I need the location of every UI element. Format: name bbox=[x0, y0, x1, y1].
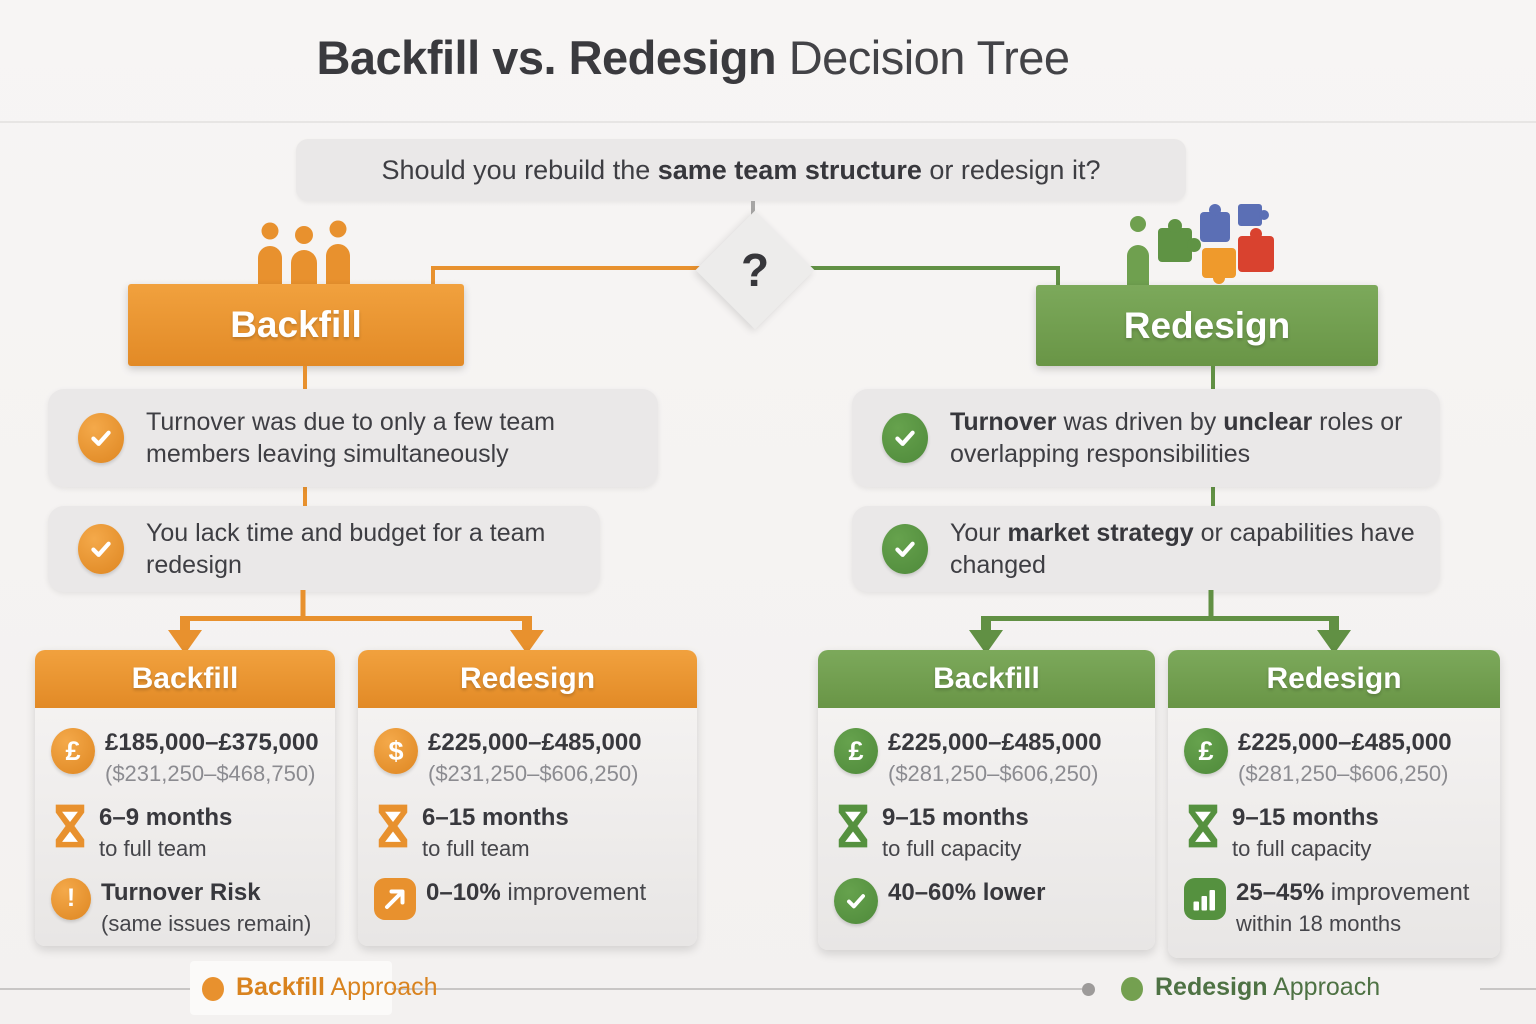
backfill-stub-2 bbox=[303, 486, 307, 507]
time-detail: to full team bbox=[422, 836, 530, 862]
improvement-row: 0–10% improvement bbox=[374, 877, 685, 920]
cost-row: $ £225,000–£485,000 ($231,250–$606,250) bbox=[374, 728, 685, 788]
legend-redesign-dot bbox=[1121, 977, 1143, 1001]
condition-text: Turnover was driven by unclear roles or … bbox=[950, 407, 1403, 469]
card-title: Redesign bbox=[358, 650, 697, 708]
outcome-card-redesign-green: Redesign £ £225,000–£485,000 ($281,250–$… bbox=[1168, 650, 1500, 958]
time-row: 6–9 months to full team bbox=[51, 803, 323, 863]
redesign-stub-1 bbox=[1211, 366, 1215, 390]
outcome-card-backfill-orange: Backfill £ £185,000–£375,000 ($231,250–$… bbox=[35, 650, 335, 946]
legend-line-middle bbox=[392, 988, 1082, 990]
time-detail: to full capacity bbox=[1232, 836, 1372, 862]
legend-line-left bbox=[0, 988, 200, 990]
redesign-connector-elbow bbox=[1056, 266, 1060, 288]
cost-range: £225,000–£485,000 bbox=[1238, 729, 1452, 756]
cost-row: £ £225,000–£485,000 ($281,250–$606,250) bbox=[1184, 728, 1488, 788]
page-title-rest: Decision Tree bbox=[776, 31, 1070, 84]
hourglass-icon bbox=[1188, 804, 1218, 848]
check-icon bbox=[78, 413, 124, 463]
condition-text: You lack time and budget for a team rede… bbox=[146, 518, 546, 580]
backfill-splitter-arrows bbox=[168, 590, 544, 654]
legend-line-right bbox=[1480, 988, 1536, 990]
time-range: 9–15 months bbox=[1232, 803, 1379, 831]
cost-row: £ £185,000–£375,000 ($231,250–$468,750) bbox=[51, 728, 323, 788]
outcome-card-redesign-orange: Redesign $ £225,000–£485,000 ($231,250–$… bbox=[358, 650, 697, 946]
cost-range-usd: ($281,250–$606,250) bbox=[1238, 761, 1449, 787]
check-icon bbox=[78, 524, 124, 574]
improvement-value: 0–10% improvement bbox=[426, 878, 647, 906]
risk-row: ! Turnover Risk (same issues remain) bbox=[51, 877, 323, 938]
question-box: Should you rebuild the same team structu… bbox=[296, 139, 1186, 201]
backfill-connector-elbow bbox=[431, 266, 435, 288]
outcome-card-backfill-green: Backfill £ £225,000–£485,000 ($281,250–$… bbox=[818, 650, 1155, 950]
cost-range: £225,000–£485,000 bbox=[428, 729, 642, 756]
condition-text: Turnover was due to only a few team memb… bbox=[146, 407, 555, 469]
warning-icon: ! bbox=[51, 877, 91, 920]
cost-range-usd: ($231,250–$468,750) bbox=[105, 761, 316, 787]
backfill-condition-1: Turnover was due to only a few team memb… bbox=[48, 389, 658, 487]
person-puzzle-icon bbox=[1127, 204, 1274, 286]
card-title: Redesign bbox=[1168, 650, 1500, 708]
time-detail: to full team bbox=[99, 836, 207, 862]
cost-row: £ £225,000–£485,000 ($281,250–$606,250) bbox=[834, 728, 1143, 788]
hourglass-icon bbox=[55, 804, 85, 848]
bar-chart-icon bbox=[1184, 877, 1226, 920]
redesign-connector-line bbox=[808, 266, 1060, 270]
page-title-main: Backfill vs. Redesign bbox=[316, 31, 777, 84]
risk-detail: (same issues remain) bbox=[101, 910, 312, 936]
pound-icon: £ bbox=[834, 728, 878, 774]
time-row: 6–15 months to full team bbox=[374, 803, 685, 863]
redesign-condition-2: Your market strategy or capabilities hav… bbox=[852, 506, 1440, 592]
improvement-row: 25–45% improvement within 18 months bbox=[1184, 877, 1488, 938]
card-title: Backfill bbox=[35, 650, 335, 708]
trend-up-icon bbox=[374, 877, 416, 920]
time-row: 9–15 months to full capacity bbox=[1184, 803, 1488, 863]
card-title: Backfill bbox=[818, 650, 1155, 708]
title-divider bbox=[0, 121, 1536, 123]
time-range: 6–9 months bbox=[99, 803, 233, 831]
condition-text: Your market strategy or capabilities hav… bbox=[950, 518, 1415, 580]
backfill-connector-line bbox=[431, 266, 703, 270]
check-icon bbox=[882, 413, 928, 463]
hourglass-icon bbox=[838, 804, 868, 848]
legend-backfill-dot bbox=[202, 977, 224, 1001]
question-text: Should you rebuild the same team structu… bbox=[381, 154, 1101, 185]
check-circle-icon bbox=[834, 877, 878, 924]
backfill-condition-2: You lack time and budget for a team rede… bbox=[48, 506, 600, 592]
time-detail: to full capacity bbox=[882, 836, 1022, 862]
backfill-branch-header: Backfill bbox=[128, 284, 464, 366]
time-row: 9–15 months to full capacity bbox=[834, 803, 1143, 863]
pound-icon: £ bbox=[51, 728, 95, 774]
check-icon bbox=[882, 524, 928, 574]
redesign-splitter-arrows bbox=[969, 590, 1351, 654]
cost-range: £185,000–£375,000 bbox=[105, 729, 319, 756]
dollar-icon: $ bbox=[374, 728, 418, 774]
redesign-branch-header: Redesign bbox=[1036, 285, 1378, 366]
redesign-condition-1: Turnover was driven by unclear roles or … bbox=[852, 389, 1440, 487]
cost-range: £225,000–£485,000 bbox=[888, 729, 1102, 756]
legend-divider-dot bbox=[1082, 983, 1095, 996]
redesign-stub-2 bbox=[1211, 486, 1215, 507]
question-mark-icon: ? bbox=[740, 244, 770, 296]
team-people-icon bbox=[258, 220, 350, 286]
time-range: 9–15 months bbox=[882, 803, 1029, 831]
backfill-stub-1 bbox=[303, 366, 307, 390]
backfill-branch-label: Backfill bbox=[230, 304, 362, 345]
redesign-branch-label: Redesign bbox=[1123, 304, 1291, 346]
hourglass-icon bbox=[378, 804, 408, 848]
risk-value: 40–60% lower bbox=[888, 878, 1046, 906]
page-title: Backfill vs. Redesign Decision Tree bbox=[0, 30, 1386, 85]
risk-row: 40–60% lower bbox=[834, 877, 1143, 924]
time-range: 6–15 months bbox=[422, 803, 569, 831]
cost-range-usd: ($281,250–$606,250) bbox=[888, 761, 1099, 787]
risk-label: Turnover Risk bbox=[101, 878, 261, 906]
improvement-value: 25–45% improvement bbox=[1236, 878, 1470, 906]
legend-backfill-label: Backfill Approach bbox=[236, 973, 438, 1001]
pound-icon: £ bbox=[1184, 728, 1228, 774]
cost-range-usd: ($231,250–$606,250) bbox=[428, 761, 639, 787]
improvement-detail: within 18 months bbox=[1236, 910, 1402, 936]
legend-redesign-label: Redesign Approach bbox=[1155, 973, 1381, 1001]
